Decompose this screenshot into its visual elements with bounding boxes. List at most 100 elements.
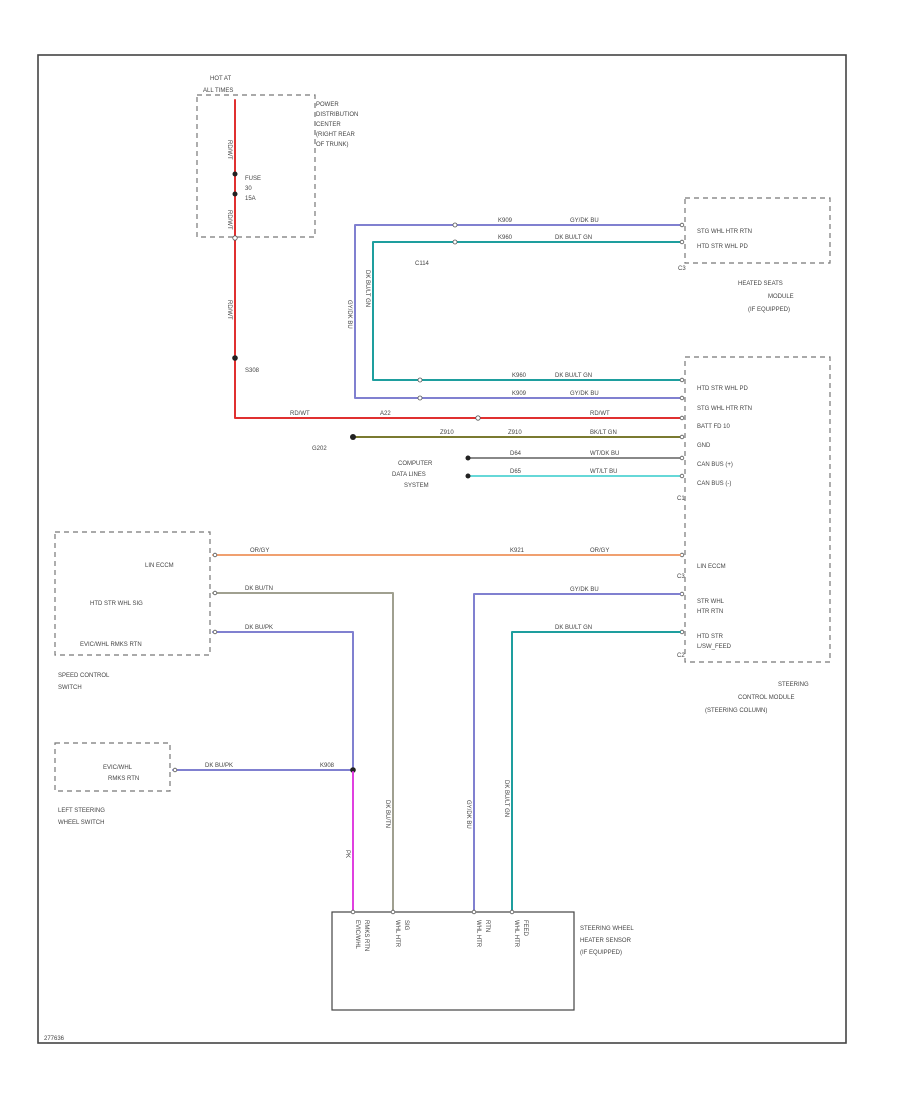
c114-pin-2	[452, 239, 458, 245]
heater-sensor-name-3: (IF EQUIPPED)	[580, 950, 622, 956]
dk-bu-lt-label-2: DK BU/LT GN	[555, 373, 592, 379]
ground-g202-node	[350, 434, 356, 440]
or-gy-label-1: OR/GY	[250, 548, 269, 554]
battery-feed-wire	[234, 99, 681, 419]
computer-data-line2: DATA LINES	[392, 472, 426, 478]
scm-name-1: STEERING	[778, 682, 809, 688]
circuit-z910-b: Z910	[508, 430, 522, 436]
evic-return-wire	[212, 631, 354, 771]
scs-pin-marker-2	[212, 590, 218, 596]
pdc-connector-pin	[232, 235, 238, 241]
circuit-z910: Z910	[440, 430, 454, 436]
circuit-k909-top: K909	[498, 218, 513, 224]
gy-dk-bu-label-4: GY/DK BU	[570, 587, 599, 593]
scm-pin-4: GND	[697, 443, 711, 449]
heated-seats-name-1: HEATED SEATS	[738, 281, 783, 287]
circuit-k960-mid: K960	[512, 373, 527, 379]
hot-at-label: HOT AT	[210, 76, 231, 82]
left-switch-name-2: WHEEL SWITCH	[58, 820, 104, 826]
scm-pin-2: STG WHL HTR RTN	[697, 406, 752, 412]
heated-seats-module-box	[684, 197, 831, 264]
scm-pin-5: CAN BUS (+)	[697, 462, 733, 468]
splice-s308-node	[232, 355, 238, 361]
scm-connector-c2: C2	[677, 653, 685, 659]
diagram-id-code: 277636	[44, 1036, 65, 1042]
scm-name-3: (STEERING COLUMN)	[705, 708, 767, 714]
dk-bu-tn-label-vert: DK BU/TN	[384, 800, 390, 828]
sensor-col-2a: SIG	[403, 920, 409, 931]
scm-pin-7: LIN ECCM	[697, 564, 726, 570]
c114-pin-4	[417, 395, 423, 401]
speed-control-name-1: SPEED CONTROL	[58, 673, 110, 679]
red-wire-label-1: RD/WT	[226, 140, 232, 160]
all-times-label: ALL TIMES	[203, 88, 233, 94]
heater-sensor-name-1: STEERING WHEEL	[580, 926, 634, 932]
heated-seats-name-3: (IF EQUIPPED)	[748, 307, 790, 313]
scm-connector-c3: C3	[677, 574, 685, 580]
splice-s308-label: S308	[245, 368, 260, 374]
circuit-d65: D65	[510, 469, 522, 475]
scm-pin-8b: HTR RTN	[697, 609, 723, 615]
speed-control-name-2: SWITCH	[58, 685, 82, 691]
gy-dk-bu-label-1: GY/DK BU	[570, 218, 599, 224]
left-steering-switch-box	[54, 742, 171, 792]
dk-bu-tn-label: DK BU/TN	[245, 586, 273, 592]
heater-sensor-box	[331, 911, 575, 1011]
scm-pin-6: CAN BUS (-)	[697, 481, 731, 487]
sensor-col-1a: RMKS RTN	[363, 920, 369, 951]
scs-pin-marker-3	[212, 629, 218, 635]
scm-connector-c1: C1	[677, 496, 685, 502]
heated-seats-pin-2: HTD STR WHL PD	[697, 244, 748, 250]
scm-pin-8a: STR WHL	[697, 599, 725, 605]
fuse-top-node	[232, 171, 238, 177]
red-wire-label-5: RD/WT	[590, 411, 610, 417]
sensor-col-1b: EVIC/WHL	[354, 920, 360, 950]
can-minus-node	[465, 473, 471, 479]
or-gy-label-2: OR/GY	[590, 548, 609, 554]
diagram-frame	[37, 54, 847, 1044]
fuse-rating: 15A	[245, 196, 256, 202]
dk-bu-lt-label-1: DK BU/LT GN	[555, 235, 592, 241]
ground-g202-label: G202	[312, 446, 327, 452]
fuse-label: FUSE	[245, 176, 261, 182]
red-wire-label-2: RD/WT	[226, 210, 232, 230]
computer-data-line1: COMPUTER	[398, 461, 433, 467]
c114-pin-1	[452, 222, 458, 228]
steering-control-module-box	[684, 356, 831, 663]
can-plus-node	[465, 455, 471, 461]
sensor-col-4b: WHL HTR	[513, 920, 519, 948]
heater-sensor-pin-markers	[350, 909, 515, 915]
red-wire-label-3: RD/WT	[226, 300, 232, 320]
bk-lt-gn-label: BK/LT GN	[590, 430, 617, 436]
scs-pin-marker-1	[212, 552, 218, 558]
scm-pin-3: BATT FD 10	[697, 424, 730, 430]
fuse-number: 30	[245, 186, 252, 192]
sensor-col-3b: WHL HTR	[475, 920, 481, 948]
pk-label: PK	[344, 850, 350, 858]
dk-bu-pk-label-2: DK BU/PK	[205, 763, 233, 769]
gy-dk-bu-label-3: GY/DK BU	[570, 391, 599, 397]
pdc-name-4: (RIGHT REAR	[316, 132, 356, 138]
pdc-name-1: POWER	[316, 102, 339, 108]
heated-seats-name-2: MODULE	[768, 294, 794, 300]
dk-bu-lt-label-4: DK BU/LT GN	[555, 625, 592, 631]
sensor-col-4a: FEED	[522, 920, 528, 937]
red-wire-inline-connector	[475, 415, 481, 421]
heater-sensor-name-2: HEATER SENSOR	[580, 938, 632, 944]
circuit-k908: K908	[320, 763, 335, 769]
fuse-bottom-node	[232, 191, 238, 197]
dk-bu-pk-label-1: DK BU/PK	[245, 625, 273, 631]
c114-label: C114	[415, 261, 430, 267]
dk-bu-lt-label-5: DK BU/LT GN	[503, 780, 509, 817]
circuit-d64: D64	[510, 451, 522, 457]
sensor-feed-wire	[511, 631, 681, 913]
heater-feed-wire-upper	[372, 241, 681, 381]
left-switch-name-1: LEFT STEERING	[58, 808, 105, 814]
lss-pin-1b: RMKS RTN	[108, 776, 139, 782]
wt-dk-bu-label: WT/DK BU	[590, 451, 619, 457]
dk-bu-lt-label-vert: DK BU/LT GN	[364, 270, 370, 307]
heated-seats-connector: C3	[678, 266, 686, 272]
circuit-k921: K921	[510, 548, 525, 554]
c114-pin-3	[417, 377, 423, 383]
